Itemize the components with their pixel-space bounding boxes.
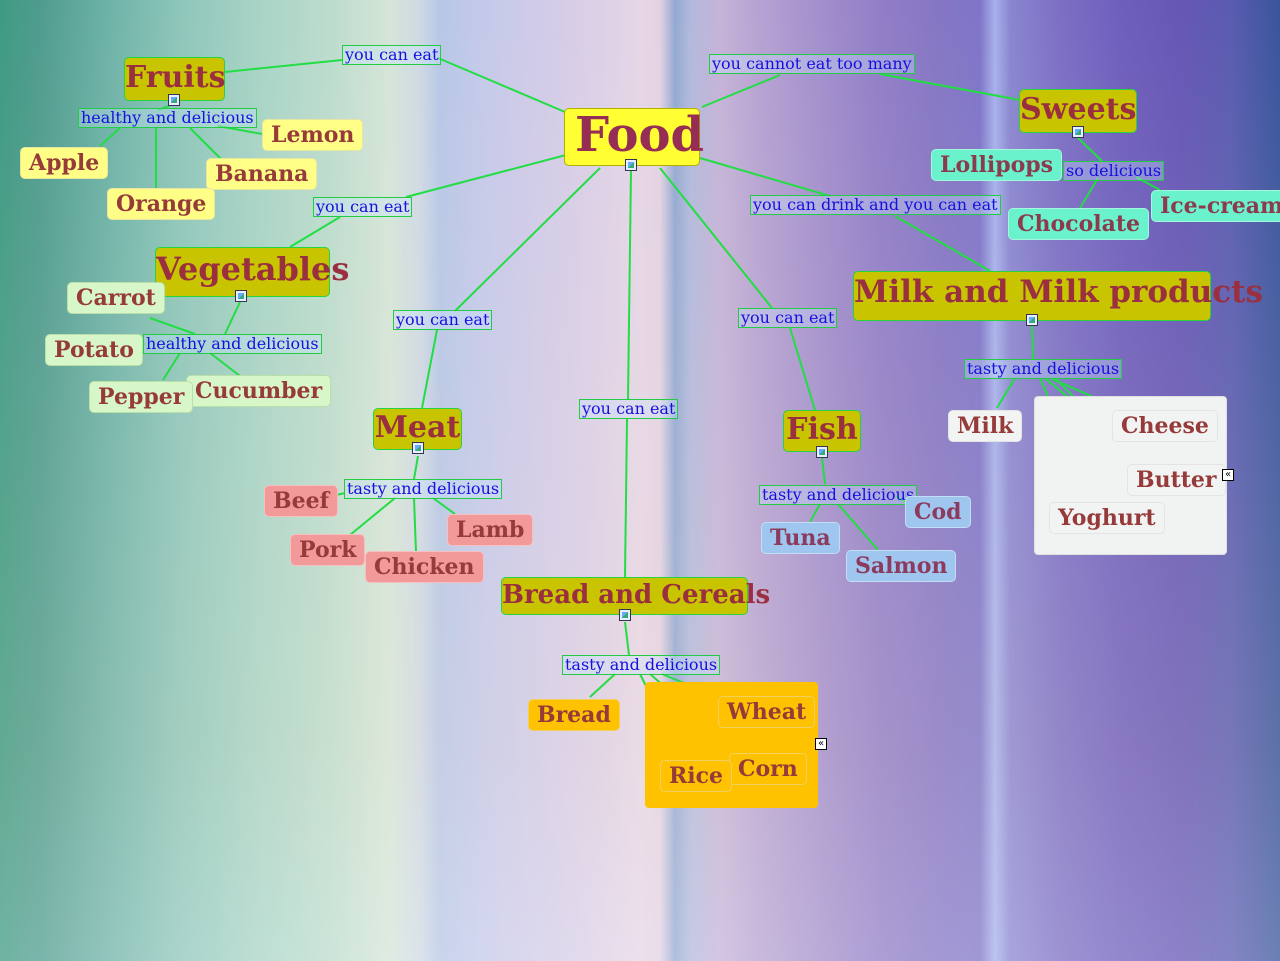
link-label-fish[interactable]: you can eat [738, 308, 838, 328]
leaf-chocolate[interactable]: Chocolate [1008, 208, 1150, 240]
link-label-fruits[interactable]: you can eat [342, 45, 442, 65]
leaf-carrot[interactable]: Carrot [67, 282, 165, 314]
sub-link-label-fruits[interactable]: healthy and delicious [78, 108, 257, 128]
link-label-vegetables[interactable]: you can eat [313, 197, 413, 217]
leaf-salmon[interactable]: Salmon [846, 550, 957, 582]
image-icon[interactable] [1026, 314, 1038, 326]
image-icon[interactable] [816, 446, 828, 458]
leaf-cod[interactable]: Cod [905, 496, 971, 528]
leaf-lollipops[interactable]: Lollipops [931, 149, 1063, 181]
image-icon[interactable] [168, 94, 180, 106]
image-icon[interactable] [619, 609, 631, 621]
topic-bread-and-cereals[interactable]: Bread and Cereals [501, 577, 770, 615]
note-icon[interactable] [625, 159, 637, 171]
link-label-meat[interactable]: you can eat [393, 310, 493, 330]
collapse-left-icon[interactable]: « [815, 738, 827, 750]
leaf-butter[interactable]: Butter [1127, 464, 1226, 496]
image-icon[interactable] [235, 290, 247, 302]
sub-link-label-sweets[interactable]: so delicious [1063, 161, 1165, 181]
image-icon[interactable] [412, 442, 424, 454]
link-label-bread[interactable]: you can eat [579, 399, 679, 419]
leaf-corn[interactable]: Corn [729, 753, 807, 785]
leaf-rice[interactable]: Rice [660, 760, 733, 792]
leaf-chicken[interactable]: Chicken [365, 551, 484, 583]
sub-link-label-fish[interactable]: tasty and delicious [759, 485, 918, 505]
leaf-cheese[interactable]: Cheese [1112, 410, 1218, 442]
topic-fruits[interactable]: Fruits [124, 57, 226, 101]
leaf-milk[interactable]: Milk [948, 410, 1023, 442]
leaf-lemon[interactable]: Lemon [262, 119, 364, 151]
leaf-bread[interactable]: Bread [528, 699, 620, 731]
topic-meat[interactable]: Meat [373, 408, 462, 450]
leaf-ice-cream[interactable]: Ice-cream [1151, 190, 1280, 222]
sub-link-label-milk[interactable]: tasty and delicious [964, 359, 1123, 379]
link-label-milk[interactable]: you can drink and you can eat [750, 195, 1001, 215]
leaf-apple[interactable]: Apple [20, 147, 109, 179]
link-label-sweets[interactable]: you cannot eat too many [709, 54, 915, 74]
leaf-yoghurt[interactable]: Yoghurt [1049, 502, 1165, 534]
central-topic-food[interactable]: Food [564, 108, 704, 166]
topic-fish[interactable]: Fish [783, 410, 861, 452]
collapse-left-icon[interactable]: « [1222, 469, 1234, 481]
leaf-orange[interactable]: Orange [107, 188, 216, 220]
leaf-potato[interactable]: Potato [45, 334, 143, 366]
leaf-banana[interactable]: Banana [206, 158, 318, 190]
sub-link-label-meat[interactable]: tasty and delicious [344, 479, 503, 499]
sub-link-label-vegetables[interactable]: healthy and delicious [143, 334, 322, 354]
sub-link-label-bread[interactable]: tasty and delicious [562, 655, 721, 675]
leaf-cucumber[interactable]: Cucumber [186, 375, 332, 407]
leaf-lamb[interactable]: Lamb [447, 514, 534, 546]
leaf-pepper[interactable]: Pepper [89, 381, 194, 413]
leaf-pork[interactable]: Pork [290, 534, 366, 566]
image-icon[interactable] [1072, 126, 1084, 138]
leaf-wheat[interactable]: Wheat [718, 696, 816, 728]
leaf-tuna[interactable]: Tuna [761, 522, 840, 554]
topic-sweets[interactable]: Sweets [1019, 89, 1137, 133]
leaf-beef[interactable]: Beef [264, 485, 339, 517]
